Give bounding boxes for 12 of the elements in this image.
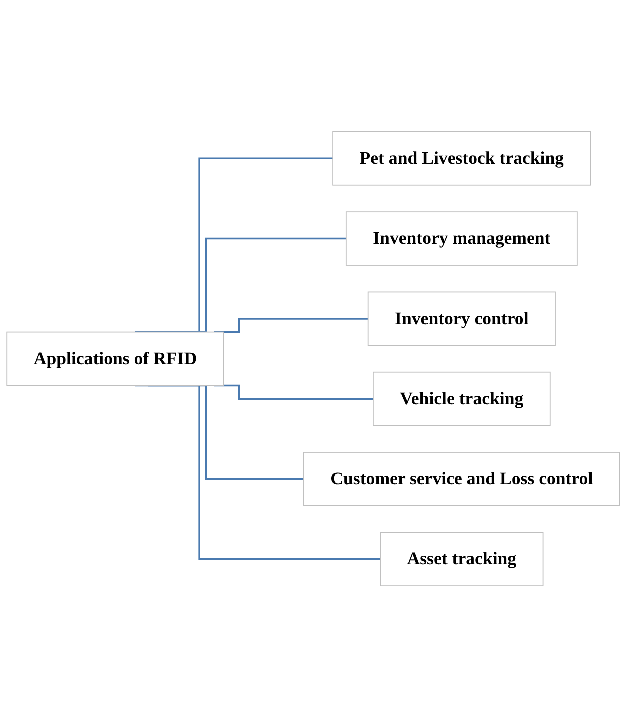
node-box: Customer service and Loss control bbox=[304, 452, 620, 506]
connector bbox=[214, 384, 374, 400]
node-box: Applications of RFID bbox=[6, 332, 224, 386]
node-box: Inventory management bbox=[346, 212, 578, 266]
node-box: Asset tracking bbox=[380, 532, 544, 586]
connector bbox=[148, 238, 346, 334]
node-box: Vehicle tracking bbox=[373, 372, 551, 426]
connector bbox=[214, 318, 368, 334]
node-box: Pet and Livestock tracking bbox=[332, 132, 592, 186]
connector bbox=[135, 384, 381, 560]
node-box: Inventory control bbox=[368, 292, 556, 346]
connector bbox=[135, 158, 334, 334]
